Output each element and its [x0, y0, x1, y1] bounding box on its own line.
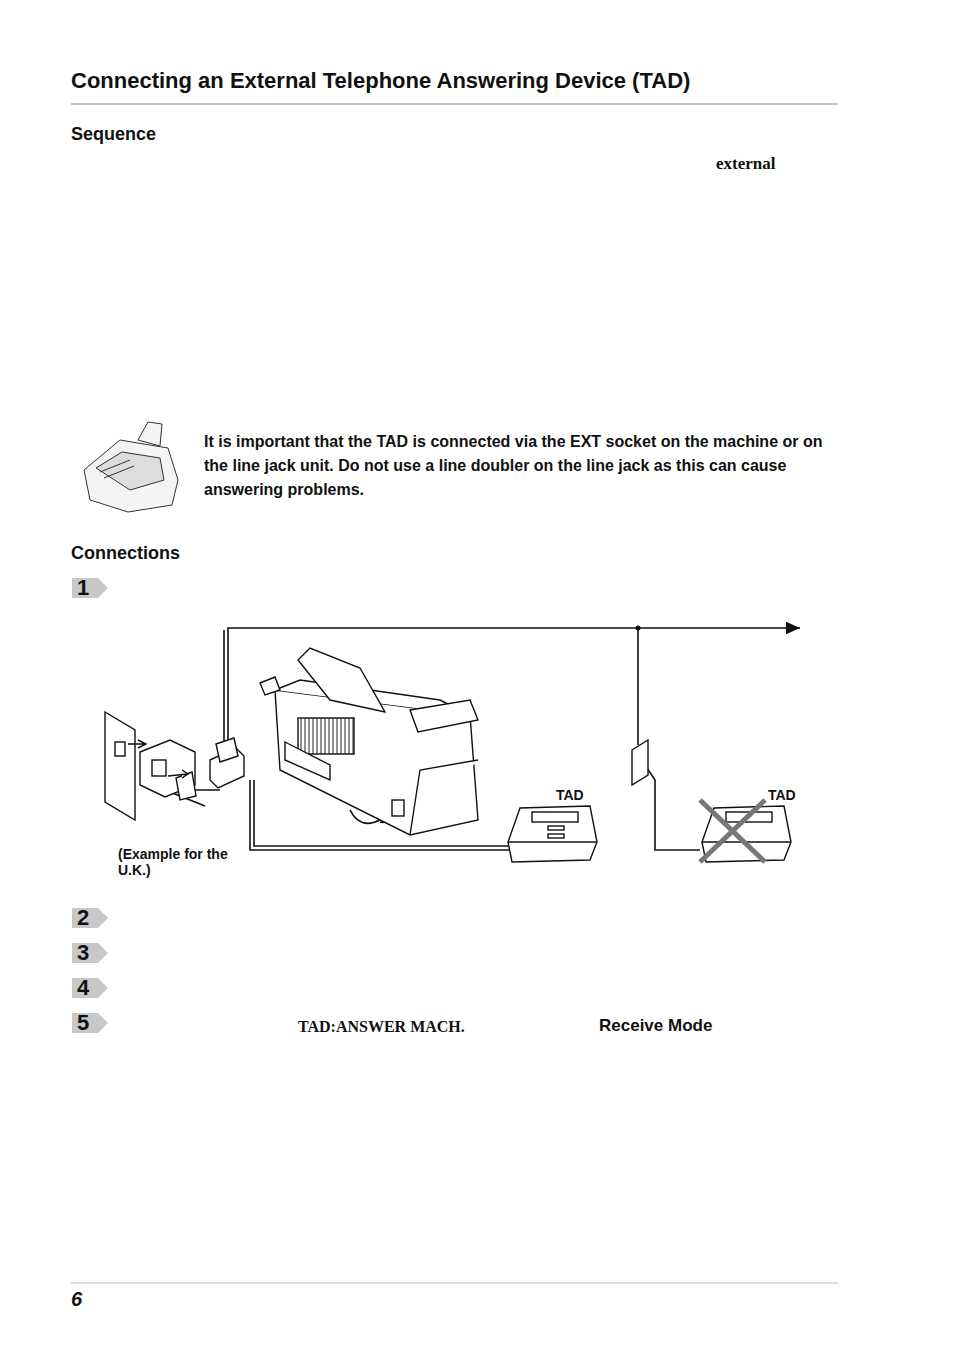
- device-label: TAD: [556, 787, 584, 803]
- step-arrow: [72, 578, 108, 1033]
- menu-setting: TAD:ANSWER MACH.: [298, 1018, 465, 1036]
- note-text: It is important that the TAD is connecte…: [204, 430, 834, 502]
- tad-device: [508, 806, 597, 862]
- step-number: 4: [77, 975, 89, 1001]
- section-heading: Sequence: [71, 124, 156, 145]
- step-number: 2: [77, 905, 89, 931]
- cross-mark: [700, 800, 765, 862]
- fax-icon: [84, 422, 178, 512]
- step-number: 5: [77, 1010, 89, 1036]
- step-number: 1: [77, 575, 89, 601]
- rule: [71, 104, 838, 105]
- page-title: Connecting an External Telephone Answeri…: [71, 68, 690, 94]
- body-text: external: [716, 154, 775, 174]
- page-number: 6: [71, 1288, 82, 1311]
- wall-socket: [105, 712, 244, 820]
- menu-name: Receive Mode: [599, 1016, 712, 1036]
- extension-socket: [632, 740, 648, 785]
- section-heading: Connections: [71, 543, 180, 564]
- rule: [71, 1283, 838, 1284]
- phone-wire: [165, 628, 800, 850]
- fax-machine: [260, 648, 478, 835]
- device-label: TAD: [768, 787, 796, 803]
- note-label: (Example for the U.K.): [118, 846, 228, 878]
- step-number: 3: [77, 940, 89, 966]
